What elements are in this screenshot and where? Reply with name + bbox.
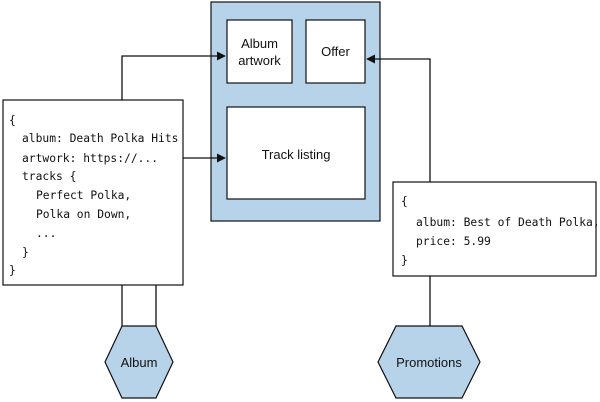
promotions-payload-line-3: price: 5.99 <box>416 235 491 248</box>
album-payload-line-4: tracks { <box>22 170 76 183</box>
album-payload-line-5: Perfect Polka, <box>36 189 131 202</box>
track-listing-label: Track listing <box>262 147 331 162</box>
promotions-payload-line-4: } <box>401 254 408 267</box>
track-listing-box <box>226 106 366 200</box>
artwork-arrow <box>121 51 226 100</box>
album-payload-line-2: album: Death Polka Hits <box>22 132 178 145</box>
promotions-service-hexagon <box>377 325 481 399</box>
offer-arrow <box>366 54 431 182</box>
album-payload-line-8: } <box>22 246 29 259</box>
album-artwork-label-line-1: Album <box>241 36 278 51</box>
album-payload-line-1: { <box>9 114 16 127</box>
promotions-payload-box <box>392 181 597 277</box>
album-payload-box <box>2 99 184 286</box>
album-payload-line-9: } <box>9 264 16 277</box>
album-artwork-label-line-2: artwork <box>238 53 281 68</box>
offer-box <box>305 19 366 84</box>
promotions-payload-line-1: { <box>401 195 408 208</box>
album-payload-line-7: ... <box>36 227 56 240</box>
album-service-hexagon <box>104 325 174 399</box>
promotions-service-label: Promotions <box>396 355 462 370</box>
album-payload-line-3: artwork: https://... <box>22 152 158 165</box>
promotions-payload-line-2: album: Best of Death Polka, <box>416 216 600 229</box>
album-service-label: Album <box>121 355 158 370</box>
offer-label: Offer <box>321 44 350 59</box>
album-artwork-box <box>226 19 293 84</box>
album-payload-line-6: Polka on Down, <box>36 208 131 221</box>
